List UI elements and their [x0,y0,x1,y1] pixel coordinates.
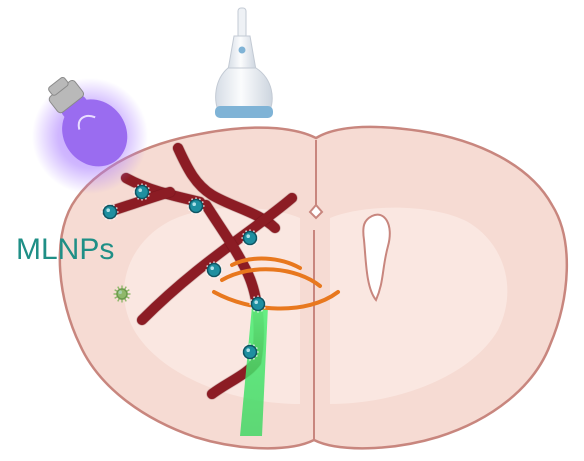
transducer-body [216,68,272,110]
brain-section [60,127,567,448]
mlnps-label: MLNPs [16,232,114,268]
transducer-base [215,106,273,118]
ultrasound-transducer-icon [215,8,273,118]
uv-light-bulb-icon [31,63,148,194]
transducer-indicator [239,47,246,54]
transducer-cable [238,8,246,38]
